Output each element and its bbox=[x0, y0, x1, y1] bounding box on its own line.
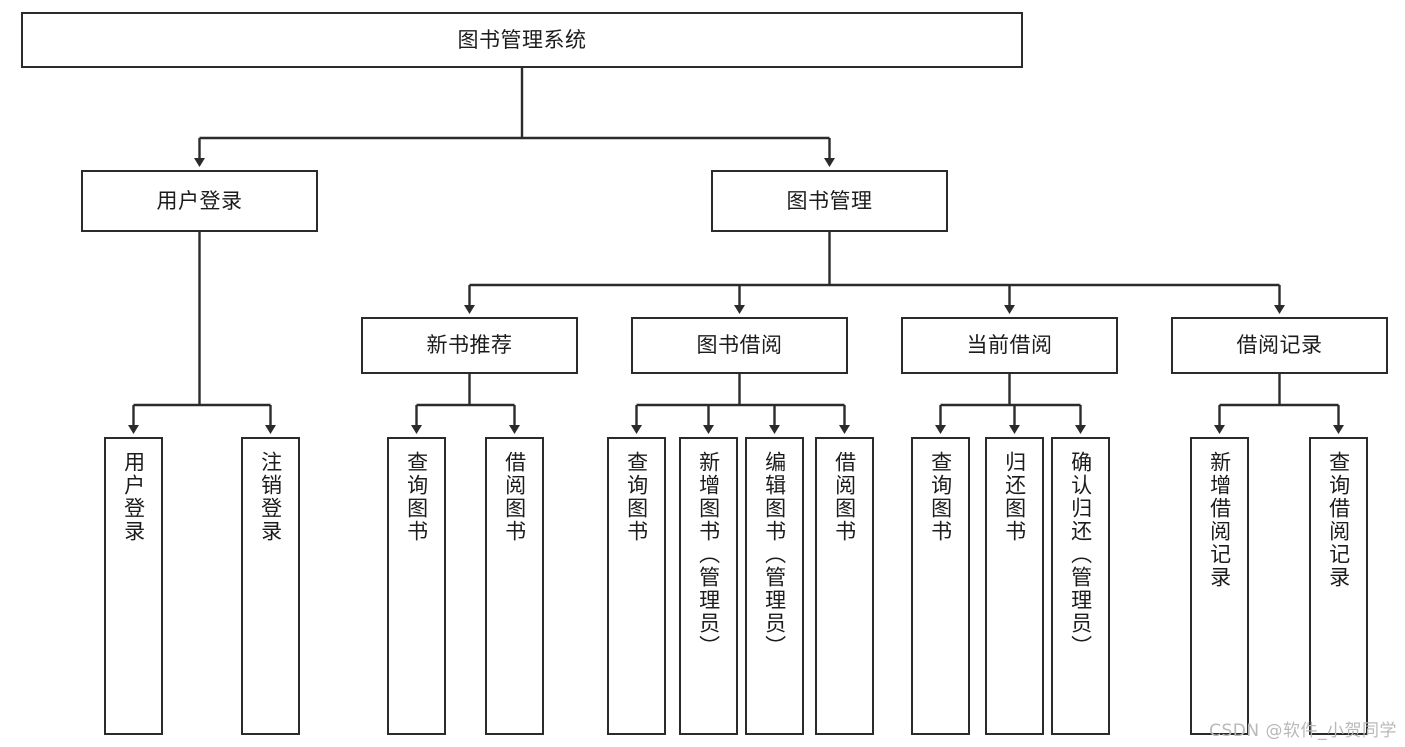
node-label: 新增图书（管理员） bbox=[696, 451, 721, 658]
node-leaf-add-record[interactable]: 新增借阅记录 bbox=[1190, 437, 1249, 735]
node-label: 归还图书 bbox=[1002, 451, 1027, 543]
node-book-manage[interactable]: 图书管理 bbox=[711, 170, 948, 232]
node-leaf-query-book-2[interactable]: 查询图书 bbox=[607, 437, 666, 735]
node-label: 查询图书 bbox=[928, 451, 953, 543]
node-leaf-query-record[interactable]: 查询借阅记录 bbox=[1309, 437, 1368, 735]
node-borrow-record[interactable]: 借阅记录 bbox=[1171, 317, 1388, 374]
node-label: 确认归还（管理员） bbox=[1068, 451, 1093, 658]
node-label: 图书管理 bbox=[786, 188, 873, 213]
node-label: 用户登录 bbox=[121, 451, 146, 543]
node-current-borrow[interactable]: 当前借阅 bbox=[901, 317, 1118, 374]
watermark-text: CSDN @软件_小贺同学 bbox=[1209, 721, 1397, 741]
node-leaf-query-book-1[interactable]: 查询图书 bbox=[387, 437, 446, 735]
node-label: 新增借阅记录 bbox=[1207, 451, 1232, 589]
node-leaf-return-book[interactable]: 归还图书 bbox=[985, 437, 1044, 735]
node-label: 借阅图书 bbox=[832, 451, 857, 543]
node-root[interactable]: 图书管理系统 bbox=[21, 12, 1023, 68]
node-label: 图书借阅 bbox=[696, 333, 783, 358]
node-label: 查询图书 bbox=[624, 451, 649, 543]
node-label: 图书管理系统 bbox=[457, 27, 587, 52]
node-book-borrow[interactable]: 图书借阅 bbox=[631, 317, 848, 374]
node-label: 借阅记录 bbox=[1236, 333, 1323, 358]
node-new-book-rec[interactable]: 新书推荐 bbox=[361, 317, 578, 374]
node-label: 查询借阅记录 bbox=[1326, 451, 1351, 589]
node-leaf-user-login[interactable]: 用户登录 bbox=[104, 437, 163, 735]
node-leaf-user-logout[interactable]: 注销登录 bbox=[241, 437, 300, 735]
node-user-login[interactable]: 用户登录 bbox=[81, 170, 318, 232]
node-leaf-query-book-3[interactable]: 查询图书 bbox=[911, 437, 970, 735]
node-leaf-borrow-book-2[interactable]: 借阅图书 bbox=[815, 437, 874, 735]
node-label: 查询图书 bbox=[404, 451, 429, 543]
node-leaf-edit-book[interactable]: 编辑图书（管理员） bbox=[745, 437, 804, 735]
edge-group bbox=[128, 68, 1344, 434]
node-label: 用户登录 bbox=[156, 188, 243, 213]
node-leaf-add-book[interactable]: 新增图书（管理员） bbox=[679, 437, 738, 735]
node-label: 借阅图书 bbox=[502, 451, 527, 543]
node-label: 当前借阅 bbox=[966, 333, 1053, 358]
node-label: 注销登录 bbox=[258, 451, 283, 543]
node-leaf-borrow-book-1[interactable]: 借阅图书 bbox=[485, 437, 544, 735]
node-label: 编辑图书（管理员） bbox=[762, 451, 787, 658]
node-label: 新书推荐 bbox=[426, 333, 513, 358]
node-leaf-confirm-return[interactable]: 确认归还（管理员） bbox=[1051, 437, 1110, 735]
